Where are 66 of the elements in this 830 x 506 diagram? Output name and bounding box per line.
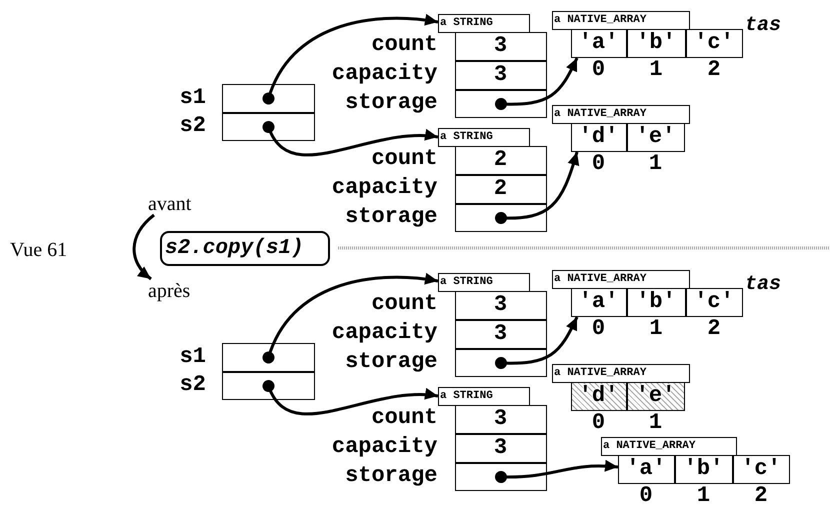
- field-name: count: [371, 34, 438, 56]
- field-name: capacity: [332, 322, 438, 344]
- variable-cell: [222, 372, 315, 400]
- type-label: a STRING: [440, 132, 493, 143]
- code-box: s2.copy(s1): [160, 231, 330, 266]
- pointer-arrow: [262, 273, 438, 364]
- sequence-arrow: [132, 214, 155, 280]
- value-cell: 'e': [626, 382, 684, 410]
- value-cell: 'b': [674, 454, 732, 484]
- index-label: 1: [648, 318, 664, 340]
- field-name: count: [371, 148, 438, 170]
- variable-name: s1: [180, 86, 206, 108]
- field-name: capacity: [332, 63, 438, 85]
- value-cell: 'b': [626, 28, 686, 58]
- index-label: 1: [648, 58, 664, 80]
- index-label: 0: [590, 412, 606, 434]
- index-label: 0: [590, 152, 606, 174]
- field-name: count: [371, 407, 438, 429]
- field-name: storage: [345, 464, 438, 486]
- index-label: 2: [706, 318, 722, 340]
- step-label: avant: [148, 193, 208, 215]
- index-label: 2: [706, 58, 722, 80]
- type-label: a NATIVE_ARRAY: [554, 15, 646, 26]
- type-label: a NATIVE_ARRAY: [603, 441, 696, 452]
- value-cell: 3: [454, 60, 546, 90]
- field-name: capacity: [332, 177, 438, 199]
- type-label: a NATIVE_ARRAY: [554, 274, 646, 285]
- value-cell: 'b': [626, 288, 686, 316]
- value-cell: 3: [454, 320, 546, 348]
- field-name: storage: [345, 92, 438, 114]
- pointer-arrow: [495, 316, 578, 369]
- type-label: a NATIVE_ARRAY: [554, 109, 646, 120]
- pointer-arrow: [495, 460, 618, 483]
- value-cell: 3: [454, 434, 546, 462]
- pointer-arrow: [495, 152, 580, 224]
- field-name: count: [371, 293, 438, 315]
- index-label: 1: [648, 152, 664, 174]
- type-label: a NATIVE_ARRAY: [554, 368, 646, 379]
- pointer-arrow: [262, 380, 438, 416]
- value-cell: 2: [454, 174, 546, 204]
- index-label: 0: [590, 58, 606, 80]
- index-label: 0: [590, 318, 606, 340]
- variable-cell: [222, 343, 315, 372]
- field-name: storage: [345, 206, 438, 228]
- field-name: storage: [345, 350, 438, 372]
- variable-cell: [222, 113, 315, 141]
- pointer-arrow: [262, 14, 438, 104]
- type-label: a STRING: [440, 18, 493, 29]
- variable-name: s2: [180, 115, 206, 137]
- index-label: 0: [638, 484, 654, 506]
- type-label: a STRING: [440, 277, 493, 288]
- index-label: 1: [648, 412, 664, 434]
- view-label: Vue 61: [10, 240, 68, 260]
- heap-label: tas: [745, 14, 782, 37]
- pointer-arrow: [262, 121, 438, 156]
- field-name: capacity: [332, 436, 438, 458]
- variable-cell: [222, 84, 315, 113]
- pointer-arrow: [495, 57, 578, 110]
- variable-name: s1: [180, 346, 206, 368]
- step-label: après: [148, 279, 210, 303]
- heap-label: tas: [745, 273, 782, 296]
- index-label: 2: [753, 484, 769, 506]
- type-label: a STRING: [440, 391, 493, 402]
- variable-name: s2: [180, 374, 206, 396]
- value-cell: 'd': [570, 382, 626, 410]
- index-label: 1: [696, 484, 712, 506]
